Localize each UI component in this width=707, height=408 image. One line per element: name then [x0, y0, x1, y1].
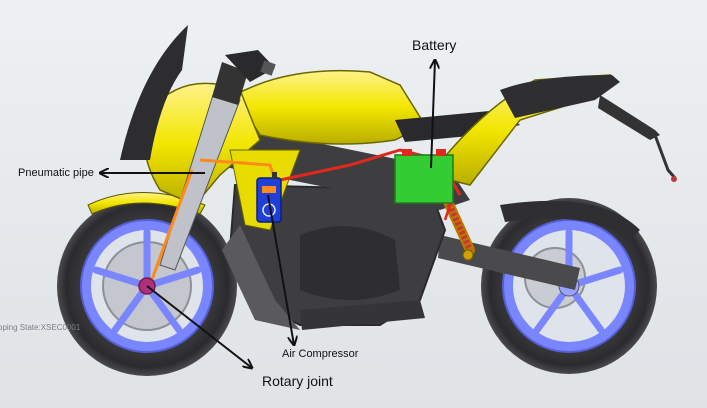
- label-pneumatic-pipe: Pneumatic pipe: [18, 167, 94, 179]
- label-rotary-joint: Rotary joint: [262, 373, 333, 389]
- label-air-compressor: Air Compressor: [282, 348, 358, 360]
- engine-detail: [300, 226, 400, 300]
- tail-light: [671, 176, 677, 182]
- label-battery: Battery: [412, 37, 456, 53]
- number-plate-holder: [655, 135, 675, 178]
- battery: [395, 149, 453, 203]
- watermark-text: pping State:XSEC0001: [0, 323, 80, 332]
- fuel-tank: [235, 71, 425, 144]
- tail-bracket: [598, 95, 660, 140]
- arrow-battery: [431, 60, 435, 168]
